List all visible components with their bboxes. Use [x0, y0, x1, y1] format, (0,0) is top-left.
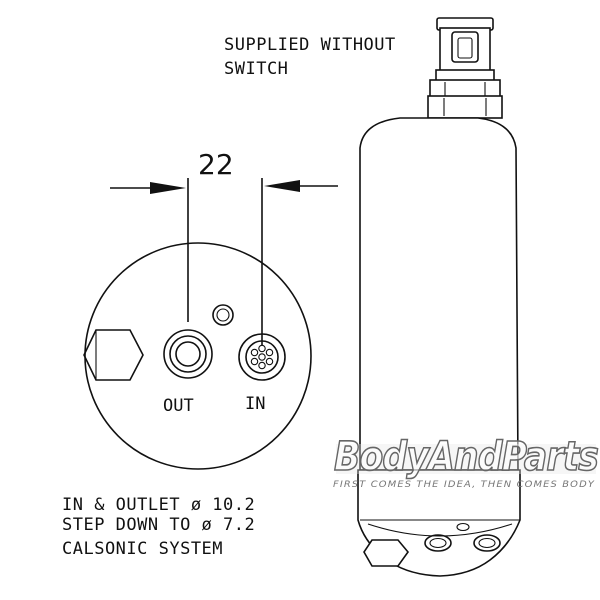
top-view-outline [84, 242, 312, 470]
spec-note-line-2: STEP DOWN TO ø 7.2 [62, 515, 255, 535]
bottom-out-port [424, 534, 452, 552]
bottom-vent [456, 522, 470, 532]
dimension-22: 22 [110, 148, 338, 345]
out-label: OUT [163, 396, 194, 416]
top-view: OUT IN [83, 242, 312, 470]
hex-plug [83, 329, 144, 381]
spec-note-line-1: IN & OUTLET ø 10.2 [62, 495, 255, 515]
bottom-hex-plug [363, 539, 410, 567]
spec-note-line-3: CALSONIC SYSTEM [62, 539, 223, 559]
switch-note-line-2: SWITCH [224, 59, 288, 79]
watermark-tagline: FIRST COMES THE IDEA, THEN COMES BODY [333, 480, 595, 490]
left-arrowhead [150, 182, 186, 194]
out-port [163, 329, 213, 379]
in-port [238, 333, 286, 381]
watermark: BodyAndParts FIRST COMES THE IDEA, THEN … [333, 433, 600, 490]
hex-nut [427, 95, 503, 119]
vent-circle [212, 304, 234, 326]
bottom-in-port [473, 534, 501, 552]
switch-note-line-1: SUPPLIED WITHOUT [224, 35, 396, 55]
dimension-value: 22 [198, 148, 234, 181]
side-view [357, 17, 521, 577]
cylinder-body [359, 117, 519, 471]
right-arrowhead [264, 180, 300, 192]
in-label: IN [245, 394, 265, 414]
watermark-brand: BodyAndParts [334, 434, 598, 480]
